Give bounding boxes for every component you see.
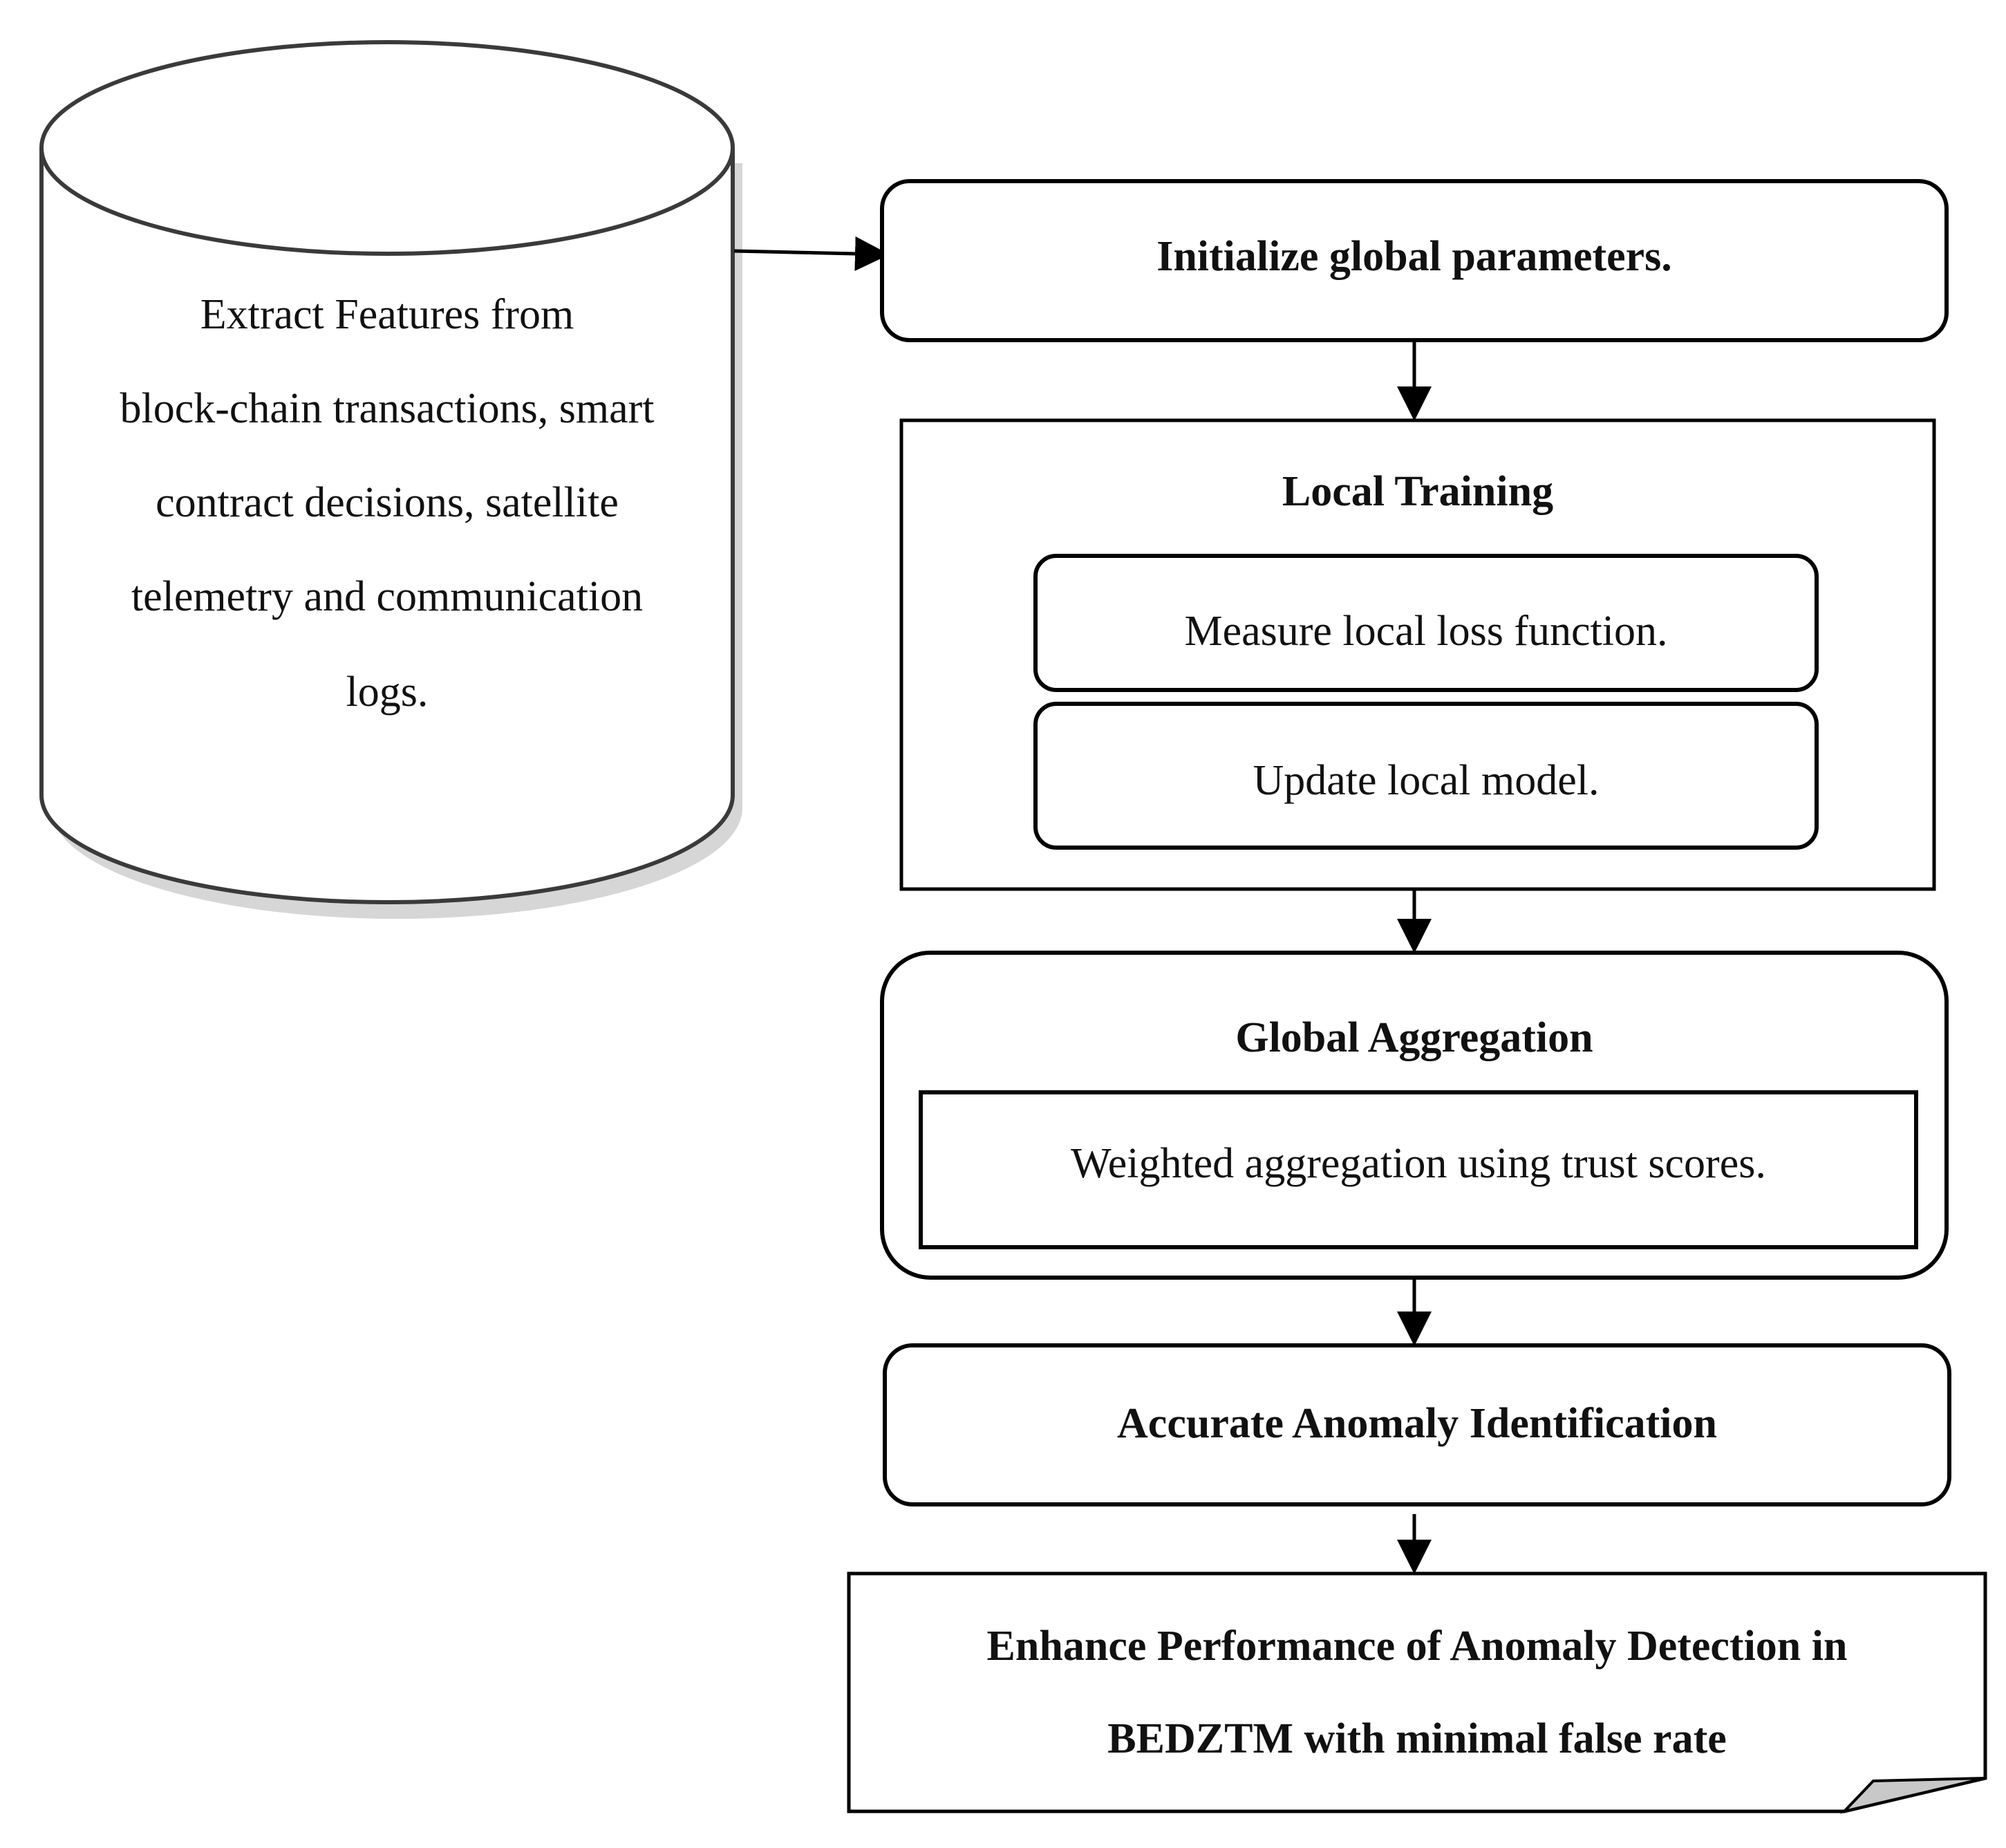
local-training-title: Local Training: [1282, 468, 1554, 515]
arrow-db-to-init: [733, 236, 890, 271]
database-line-1: Extract Features from: [200, 291, 574, 338]
weighted-aggregation-label: Weighted aggregation using trust scores.: [1071, 1140, 1766, 1187]
measure-loss-label: Measure local loss function.: [1184, 608, 1668, 655]
output-line-1: Enhance Performance of Anomaly Detection…: [986, 1623, 1848, 1670]
database-line-5: logs.: [346, 669, 429, 716]
folded-corner: [1839, 1777, 1986, 1814]
database-line-4: telemetry and communication: [131, 573, 644, 620]
global-aggregation-title: Global Aggregation: [1235, 1014, 1593, 1061]
database-line-2: block-chain transactions, smart: [120, 385, 655, 432]
box-measure-loss: [1033, 554, 1819, 692]
output-document: [847, 1571, 1987, 1814]
box-identification: [883, 1343, 1951, 1506]
update-model-label: Update local model.: [1253, 757, 1600, 804]
database-line-3: contract decisions, satellite: [156, 479, 619, 526]
database-text: Extract Features from block-chain transa…: [41, 290, 733, 747]
identification-label: Accurate Anomaly Identification: [1117, 1400, 1717, 1447]
output-line-2: BEDZTM with minimal false rate: [1107, 1715, 1727, 1762]
box-update-model: [1033, 702, 1819, 850]
database-cylinder: [39, 40, 742, 919]
box-weighted-aggregation: [919, 1090, 1918, 1249]
initialize-label: Initialize global parameters.: [1156, 233, 1672, 280]
